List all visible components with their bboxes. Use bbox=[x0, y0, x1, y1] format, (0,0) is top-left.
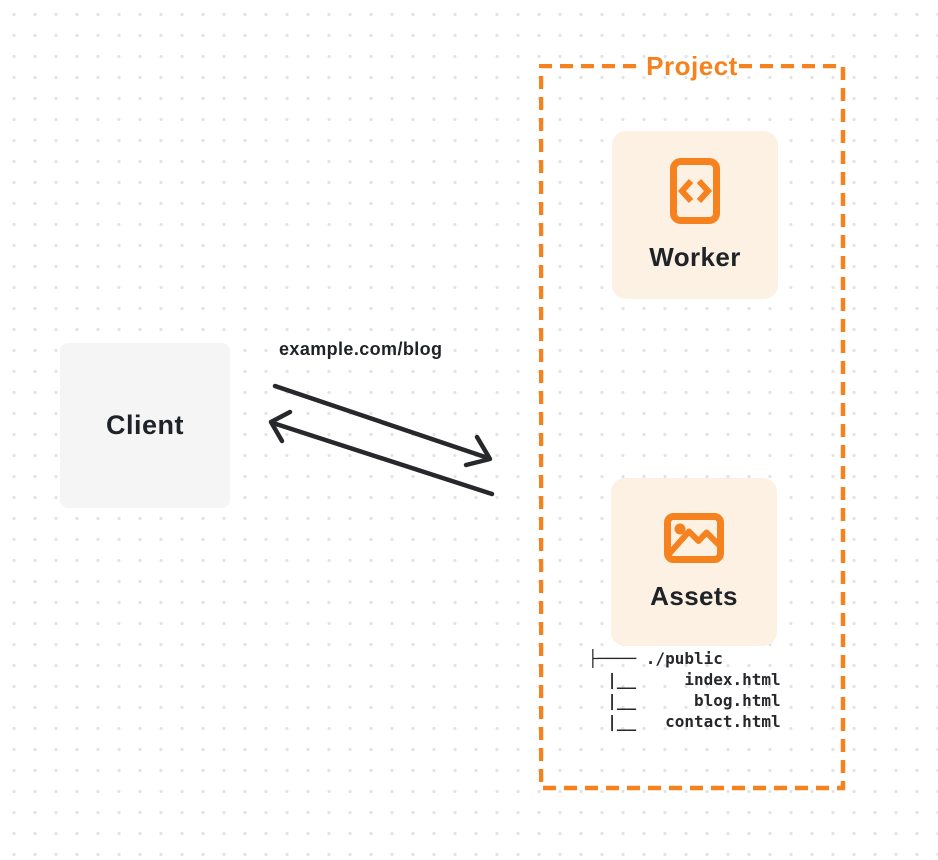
response-arrow bbox=[268, 409, 495, 497]
client-label: Client bbox=[105, 410, 184, 440]
assets-file-tree: ├──── ./public |__ index.html |__ blog.h… bbox=[588, 649, 781, 731]
worker-node: Worker bbox=[612, 131, 778, 299]
client-node: Client bbox=[60, 343, 230, 508]
project-label: Project bbox=[646, 51, 738, 81]
image-icon bbox=[664, 513, 724, 563]
code-document-icon bbox=[670, 158, 720, 224]
worker-label: Worker bbox=[649, 242, 741, 272]
assets-label: Assets bbox=[650, 581, 738, 611]
request-url-label: example.com/blog bbox=[279, 339, 443, 359]
request-arrow bbox=[272, 383, 493, 468]
assets-node: Assets bbox=[611, 478, 777, 646]
